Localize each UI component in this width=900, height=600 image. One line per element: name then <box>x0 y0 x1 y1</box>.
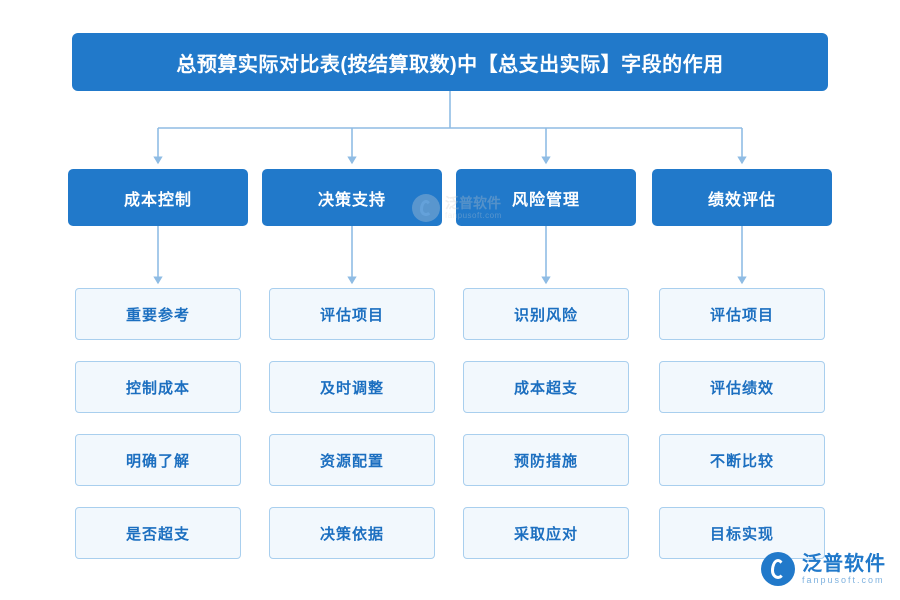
leaf-label-3-2: 成本超支 <box>513 379 578 397</box>
leaf-node-3-1[interactable]: 识别风险 <box>463 288 629 340</box>
page-title: 总预算实际对比表(按结算取数)中【总支出实际】字段的作用 <box>176 53 724 76</box>
leaf-label-3-3: 预防措施 <box>513 452 578 470</box>
leaf-node-2-4[interactable]: 决策依据 <box>269 507 435 559</box>
branch-node-1[interactable]: 成本控制 <box>68 169 248 226</box>
leaf-node-4-3[interactable]: 不断比较 <box>659 434 825 486</box>
branch-label-4: 绩效评估 <box>707 191 776 209</box>
leaf-node-1-1[interactable]: 重要参考 <box>75 288 241 340</box>
corner-watermark-sub: fanpusoft.com <box>802 574 885 585</box>
leaf-node-4-2[interactable]: 评估绩效 <box>659 361 825 413</box>
leaf-label-1-2: 控制成本 <box>125 379 190 397</box>
leaf-label-1-3: 明确了解 <box>125 452 190 470</box>
leaf-node-3-3[interactable]: 预防措施 <box>463 434 629 486</box>
branch-node-3[interactable]: 风险管理 <box>456 169 636 226</box>
leaf-label-1-4: 是否超支 <box>125 525 190 543</box>
leaf-label-3-4: 采取应对 <box>513 525 578 543</box>
leaf-node-1-4[interactable]: 是否超支 <box>75 507 241 559</box>
leaf-label-2-2: 及时调整 <box>319 379 384 397</box>
center-watermark-sub: fanpusoft.com <box>445 211 502 221</box>
leaf-node-3-2[interactable]: 成本超支 <box>463 361 629 413</box>
branch-label-2: 决策支持 <box>317 191 386 209</box>
leaf-label-4-1: 评估项目 <box>709 306 774 324</box>
branch-node-4[interactable]: 绩效评估 <box>652 169 832 226</box>
corner-watermark: 泛普软件 fanpusoft.com <box>761 552 886 586</box>
center-watermark: 泛普软件 fanpusoft.com <box>412 188 540 228</box>
branch-label-3: 风险管理 <box>511 191 580 209</box>
corner-watermark-name: 泛普软件 <box>802 552 886 575</box>
leaf-label-4-3: 不断比较 <box>709 452 774 470</box>
leaf-node-2-2[interactable]: 及时调整 <box>269 361 435 413</box>
leaf-node-4-4[interactable]: 目标实现 <box>659 507 825 559</box>
leaf-label-2-3: 资源配置 <box>319 452 384 470</box>
leaf-label-4-4: 目标实现 <box>709 525 774 543</box>
leaf-label-4-2: 评估绩效 <box>709 379 774 397</box>
diagram-title-box: 总预算实际对比表(按结算取数)中【总支出实际】字段的作用 <box>72 33 828 91</box>
leaf-node-1-3[interactable]: 明确了解 <box>75 434 241 486</box>
leaf-node-3-4[interactable]: 采取应对 <box>463 507 629 559</box>
leaf-label-3-1: 识别风险 <box>513 306 578 324</box>
leaf-label-1-1: 重要参考 <box>125 306 190 324</box>
leaf-node-1-2[interactable]: 控制成本 <box>75 361 241 413</box>
leaf-node-4-1[interactable]: 评估项目 <box>659 288 825 340</box>
branch-label-1: 成本控制 <box>123 191 192 209</box>
fanpu-logo-icon <box>412 194 440 222</box>
leaf-label-2-4: 决策依据 <box>319 525 384 543</box>
leaf-node-2-3[interactable]: 资源配置 <box>269 434 435 486</box>
leaf-node-2-1[interactable]: 评估项目 <box>269 288 435 340</box>
leaf-label-2-1: 评估项目 <box>319 306 384 324</box>
center-watermark-name: 泛普软件 <box>445 194 501 211</box>
fanpu-brand-icon <box>761 552 795 586</box>
branch-node-2[interactable]: 决策支持 <box>262 169 442 226</box>
